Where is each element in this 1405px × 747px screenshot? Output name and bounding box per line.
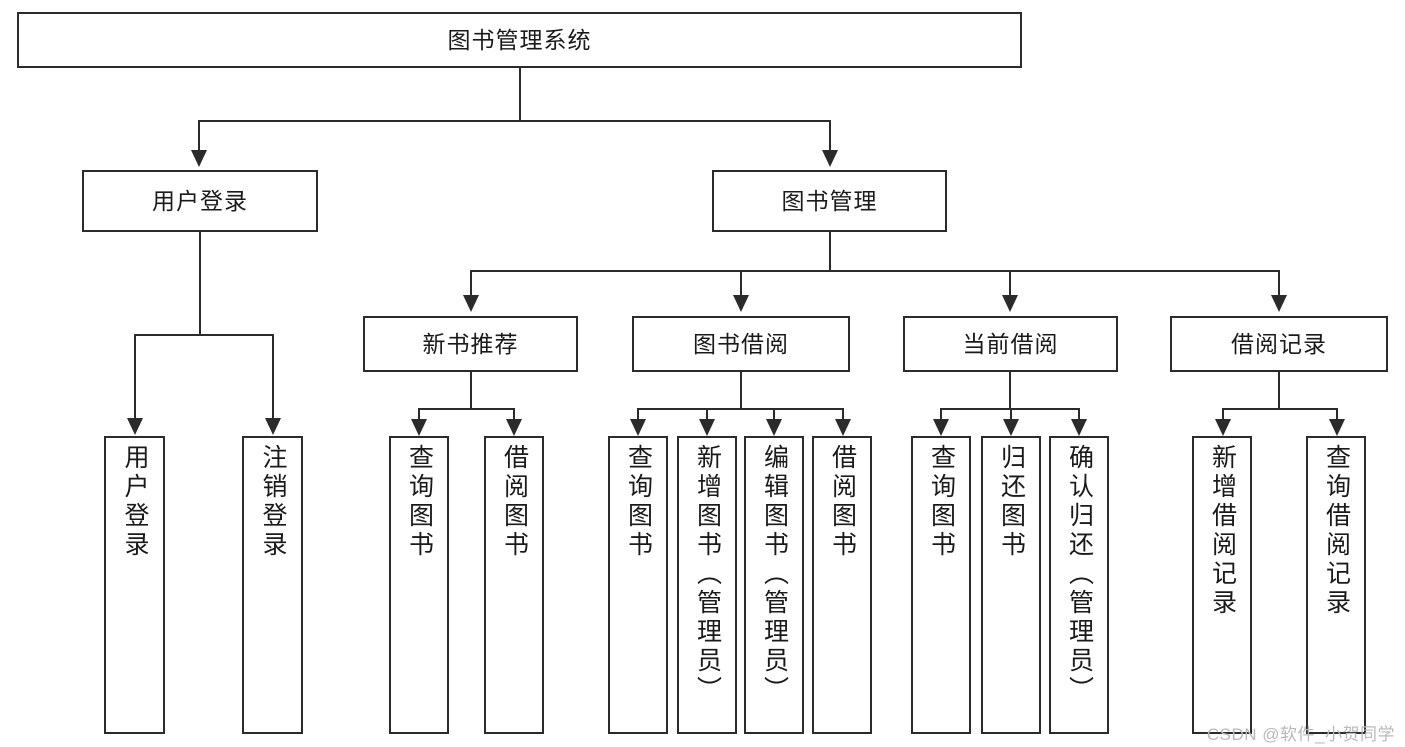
connector-current-borrow-bus: [940, 408, 1078, 410]
connector-root-bus: [198, 120, 830, 122]
arrow-user-login-to-leaf-1: [127, 418, 143, 435]
node-label: 编辑图书（管理员）: [760, 444, 789, 705]
node-new-book-recommend[interactable]: 新书推荐: [363, 316, 578, 372]
arrow-current-borrow-to-leaf-1: [933, 419, 949, 436]
connector-current-borrow-to-leaf-1: [940, 408, 942, 419]
node-label: 注销登录: [259, 444, 287, 560]
connector-new-book-stem: [470, 372, 472, 408]
connector-book-borrow-bus: [637, 408, 842, 410]
connector-book-borrow-stem: [740, 372, 742, 408]
node-label: 新增图书（管理员）: [693, 444, 722, 705]
connector-current-borrow-to-leaf-2: [1010, 408, 1012, 419]
arrow-new-book-to-leaf-1: [411, 419, 427, 436]
connector-borrow-record-bus: [1222, 408, 1336, 410]
connector-user-login-bus: [134, 334, 272, 336]
leaf-return-book[interactable]: 归还图书: [981, 436, 1041, 734]
arrow-book-borrow-to-leaf-3: [766, 419, 782, 436]
node-borrow-record[interactable]: 借阅记录: [1170, 316, 1388, 372]
arrow-book-borrow-to-leaf-2: [699, 419, 715, 436]
connector-new-book-bus: [418, 408, 513, 410]
leaf-query-book-3[interactable]: 查询图书: [911, 436, 971, 734]
connector-new-book-to-leaf-2: [513, 408, 515, 419]
node-label: 图书借阅: [693, 330, 789, 357]
connector-new-book-to-leaf-1: [418, 408, 420, 419]
node-label: 图书管理系统: [447, 26, 592, 53]
node-label: 新增借阅记录: [1208, 444, 1237, 618]
connector-book-borrow-to-leaf-3: [773, 408, 775, 419]
node-label: 查询图书: [624, 444, 653, 560]
leaf-query-book-2[interactable]: 查询图书: [608, 436, 668, 734]
node-book-borrow[interactable]: 图书借阅: [632, 316, 850, 372]
leaf-query-book-1[interactable]: 查询图书: [389, 436, 449, 734]
leaf-add-record[interactable]: 新增借阅记录: [1192, 436, 1252, 734]
node-label: 查询图书: [405, 444, 434, 560]
connector-book-borrow-to-leaf-4: [842, 408, 844, 419]
watermark-text: CSDN @软件_小贺同学: [1206, 725, 1395, 744]
arrow-borrow-record-to-leaf-1: [1215, 419, 1231, 436]
node-label: 借阅记录: [1231, 330, 1327, 357]
node-label: 当前借阅: [962, 330, 1059, 357]
node-label: 新书推荐: [422, 330, 519, 357]
connector-borrow-record-to-leaf-1: [1222, 408, 1224, 419]
arrow-book-manage-to-new-book: [463, 295, 479, 312]
arrow-current-borrow-to-leaf-2: [1003, 419, 1019, 436]
arrow-user-login-to-leaf-2: [265, 418, 281, 435]
connector-book-borrow-to-leaf-2: [706, 408, 708, 419]
connector-root-to-user-login: [198, 120, 200, 150]
connector-book-manage-to-book-borrow: [740, 270, 742, 295]
connector-book-manage-to-current-borrow: [1009, 270, 1011, 295]
connector-book-manage-to-borrow-record: [1278, 270, 1280, 295]
node-label: 确认归还（管理员）: [1065, 444, 1094, 705]
leaf-borrow-book-1[interactable]: 借阅图书: [484, 436, 544, 734]
connector-borrow-record-to-leaf-2: [1336, 408, 1338, 419]
arrow-book-borrow-to-leaf-4: [835, 419, 851, 436]
node-label: 归还图书: [997, 444, 1026, 560]
arrow-book-manage-to-current-borrow: [1002, 295, 1018, 312]
leaf-borrow-book-2[interactable]: 借阅图书: [812, 436, 872, 734]
arrow-root-to-book-manage: [822, 150, 838, 167]
arrow-root-to-user-login: [191, 150, 207, 167]
arrow-borrow-record-to-leaf-2: [1329, 419, 1345, 436]
connector-book-manage-stem: [829, 232, 831, 270]
connector-book-manage-bus: [470, 270, 1278, 272]
node-user-login[interactable]: 用户登录: [82, 170, 318, 232]
arrow-book-manage-to-borrow-record: [1271, 295, 1287, 312]
arrow-book-manage-to-book-borrow: [733, 295, 749, 312]
node-label: 查询图书: [927, 444, 956, 560]
node-root-system[interactable]: 图书管理系统: [17, 12, 1022, 68]
connector-borrow-record-stem: [1278, 372, 1280, 408]
connector-current-borrow-to-leaf-3: [1078, 408, 1080, 419]
arrow-book-borrow-to-leaf-1: [630, 419, 646, 436]
leaf-add-book[interactable]: 新增图书（管理员）: [677, 436, 737, 734]
connector-user-login-stem: [199, 232, 201, 334]
leaf-logout[interactable]: 注销登录: [242, 436, 303, 734]
node-label: 用户登录: [152, 187, 248, 214]
leaf-confirm-return[interactable]: 确认归还（管理员）: [1049, 436, 1109, 734]
arrow-new-book-to-leaf-2: [506, 419, 522, 436]
node-label: 用户登录: [121, 444, 149, 560]
node-book-manage[interactable]: 图书管理: [712, 170, 947, 232]
connector-book-borrow-to-leaf-1: [637, 408, 639, 419]
connector-user-login-to-leaf-1: [134, 334, 136, 418]
connector-user-login-to-leaf-2: [272, 334, 274, 418]
leaf-edit-book[interactable]: 编辑图书（管理员）: [744, 436, 804, 734]
connector-current-borrow-stem: [1009, 372, 1011, 408]
leaf-query-record[interactable]: 查询借阅记录: [1306, 436, 1366, 734]
connector-book-manage-to-new-book: [470, 270, 472, 295]
connector-root-stem: [519, 68, 521, 120]
arrow-current-borrow-to-leaf-3: [1071, 419, 1087, 436]
node-current-borrow[interactable]: 当前借阅: [903, 316, 1118, 372]
node-label: 借阅图书: [828, 444, 857, 560]
leaf-user-login[interactable]: 用户登录: [104, 436, 165, 734]
node-label: 借阅图书: [500, 444, 529, 560]
node-label: 查询借阅记录: [1322, 444, 1351, 618]
connector-root-to-book-manage: [829, 120, 831, 150]
node-label: 图书管理: [781, 187, 878, 214]
